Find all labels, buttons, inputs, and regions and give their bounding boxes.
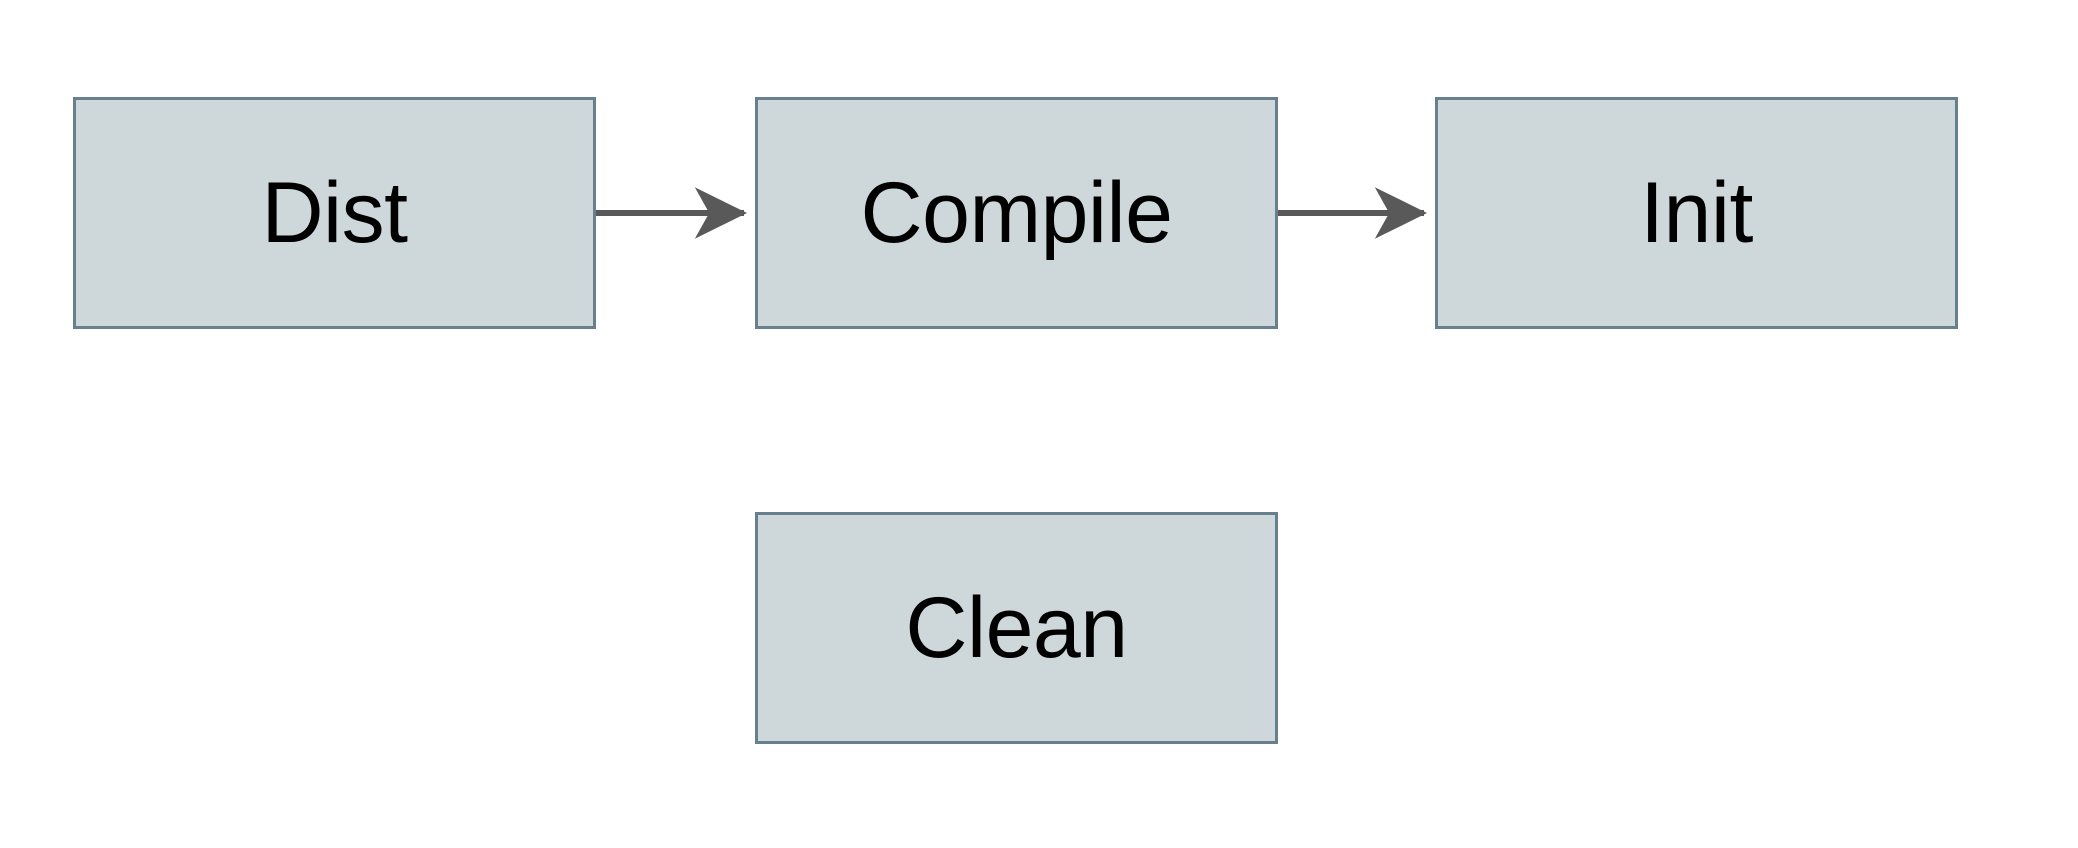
node-clean[interactable]: Clean xyxy=(755,512,1278,744)
node-clean-label: Clean xyxy=(905,580,1128,676)
node-compile[interactable]: Compile xyxy=(755,97,1278,329)
node-init[interactable]: Init xyxy=(1435,97,1958,329)
node-dist[interactable]: Dist xyxy=(73,97,596,329)
node-init-label: Init xyxy=(1640,165,1753,261)
node-compile-label: Compile xyxy=(860,165,1173,261)
node-dist-label: Dist xyxy=(261,165,408,261)
